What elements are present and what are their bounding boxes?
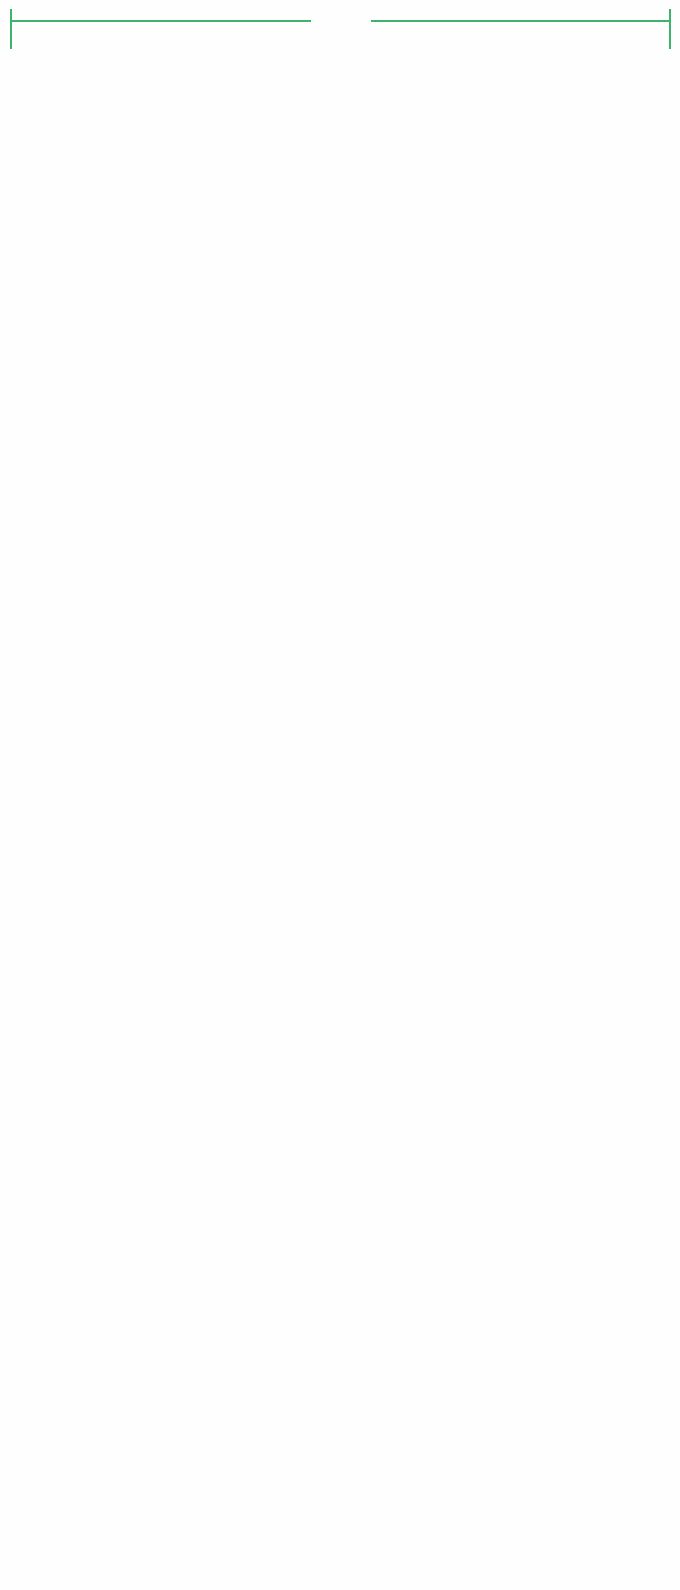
right-boundary-tick	[669, 9, 671, 49]
blank-canvas-area	[0, 60, 680, 1590]
left-dimension-segment	[11, 20, 311, 22]
dimension-label	[311, 12, 371, 30]
dimension-line	[0, 0, 680, 60]
right-dimension-segment	[371, 20, 670, 22]
left-boundary-tick	[10, 9, 12, 49]
